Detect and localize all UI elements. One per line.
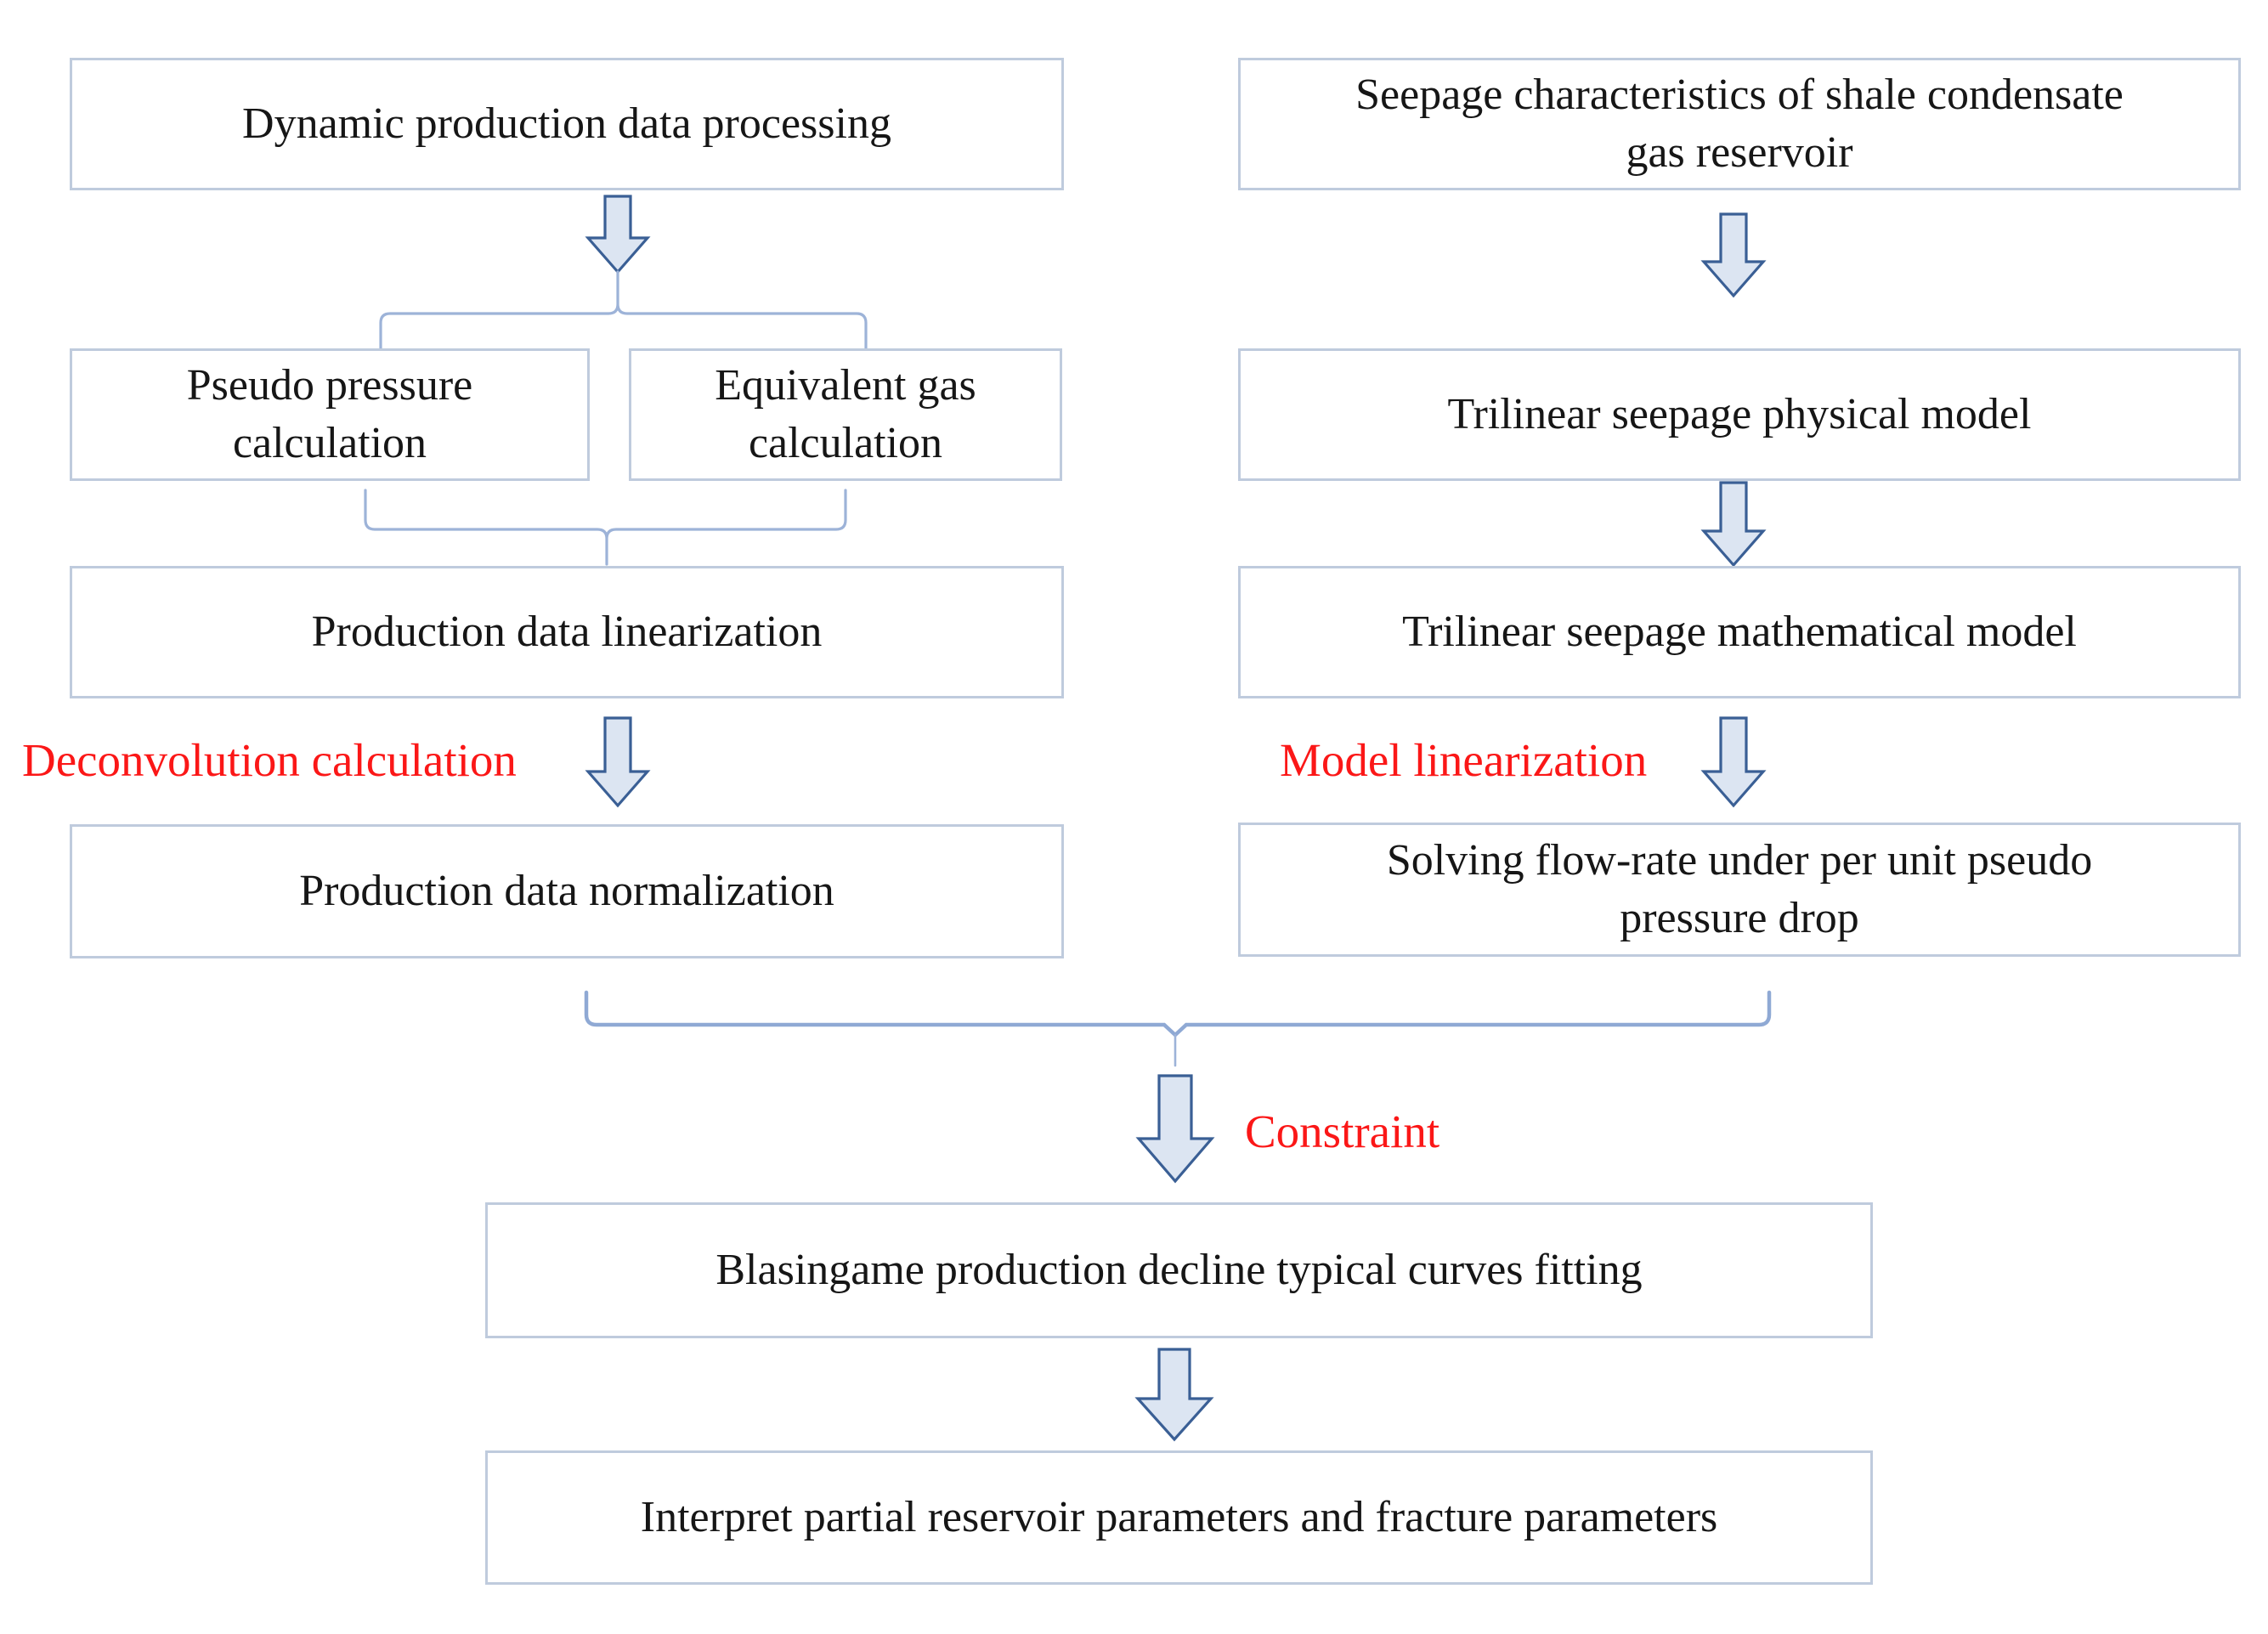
node-trilinear-seepage-mathematical-model: Trilinear seepage mathematical model [1238, 566, 2241, 698]
node-seepage-characteristics: Seepage characteristics of shale condens… [1238, 58, 2241, 190]
node-equivalent-gas-calculation: Equivalent gas calculation [629, 348, 1062, 481]
node-trilinear-seepage-physical-model: Trilinear seepage physical model [1238, 348, 2241, 481]
down-arrow-icon [1135, 1074, 1215, 1184]
merge-brace-connector [364, 489, 847, 566]
down-arrow-icon [1700, 212, 1767, 298]
node-interpret-parameters: Interpret partial reservoir parameters a… [485, 1450, 1873, 1585]
node-solving-flow-rate: Solving flow-rate under per unit pseudo … [1238, 823, 2241, 957]
merge-bracket-connector [584, 990, 1772, 1038]
node-production-data-linearization: Production data linearization [70, 566, 1064, 698]
node-blasingame-curves-fitting: Blasingame production decline typical cu… [485, 1202, 1873, 1338]
edge-label-constraint: Constraint [1245, 1105, 1440, 1157]
edge-label-model-linearization: Model linearization [1280, 734, 1648, 786]
node-pseudo-pressure-calculation: Pseudo pressure calculation [70, 348, 590, 481]
node-dynamic-production-data-processing: Dynamic production data processing [70, 58, 1064, 190]
split-brace-connector [379, 270, 868, 351]
down-arrow-icon [1700, 716, 1767, 808]
down-arrow-icon [585, 716, 651, 808]
down-arrow-icon [1134, 1348, 1214, 1442]
down-arrow-icon [1700, 481, 1767, 568]
edge-label-deconvolution-calculation: Deconvolution calculation [22, 734, 517, 786]
down-arrow-icon [585, 195, 651, 274]
node-production-data-normalization: Production data normalization [70, 824, 1064, 958]
